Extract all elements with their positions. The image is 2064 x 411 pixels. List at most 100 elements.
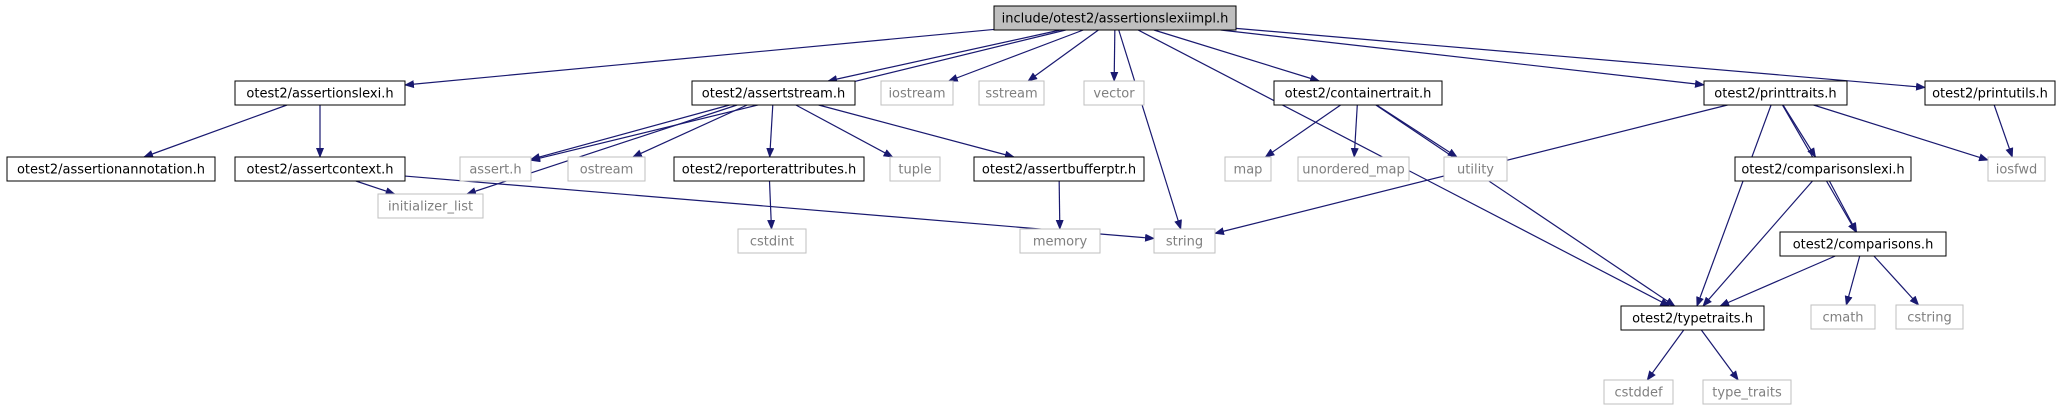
node-box-utility [1443, 156, 1508, 182]
node-box-cstddef [1603, 379, 1674, 405]
edge-root-to-containertrait [1153, 29, 1321, 83]
edge-printtraits-to-comparisonslexi [1782, 104, 1817, 158]
edge-comparisons-to-typetraits [1719, 255, 1836, 307]
node-label-string: string [1166, 235, 1203, 250]
node-label-assertbufferptr: otest2/assertbufferptr.h [982, 163, 1136, 178]
edge-containertrait-to-map [1264, 104, 1341, 158]
edge-assertcontext-to-string [404, 175, 1155, 242]
node-box-cstdint [737, 228, 807, 254]
node-printutils[interactable]: otest2/printutils.h [1924, 80, 2056, 106]
node-label-cmath: cmath [1822, 311, 1863, 326]
node-vector: vector [1083, 80, 1145, 106]
node-box-assertcontext [234, 156, 406, 182]
node-label-assertionannotation: otest2/assertionannotation.h [17, 163, 205, 178]
node-reporterattributes[interactable]: otest2/reporterattributes.h [673, 156, 865, 182]
node-box-assertionannotation [6, 156, 216, 182]
node-label-reporterattributes: otest2/reporterattributes.h [682, 163, 856, 178]
node-box-initializer_list [377, 193, 484, 219]
node-box-string [1153, 228, 1216, 254]
node-label-unordered_map: unordered_map [1302, 163, 1405, 178]
edge-assertionslexi-to-assertionannotation [143, 104, 288, 158]
edge-containertrait-to-typetraits [1375, 104, 1676, 307]
edge-printutils-to-iosfwd [1993, 104, 2014, 158]
node-assertcontext[interactable]: otest2/assertcontext.h [234, 156, 406, 182]
edge-printtraits-to-typetraits [1696, 104, 1772, 307]
edge-typetraits-to-type_traits [1700, 329, 1739, 381]
node-iostream: iostream [880, 80, 954, 106]
node-box-cstring [1895, 304, 1964, 330]
edge-comparisons-to-cstring [1873, 255, 1920, 306]
node-map: map [1224, 156, 1272, 182]
edge-comparisons-to-cmath [1844, 255, 1861, 306]
node-label-sstream: sstream [985, 87, 1037, 102]
edge-root-to-iostream [947, 29, 1084, 82]
node-label-assertionslexi: otest2/assertionslexi.h [246, 87, 393, 102]
node-assertionslexi[interactable]: otest2/assertionslexi.h [234, 80, 406, 106]
edge-root-to-printutils [1235, 27, 1926, 91]
node-box-iostream [880, 80, 954, 106]
node-label-assertstream: otest2/assertstream.h [702, 87, 845, 102]
node-printtraits[interactable]: otest2/printtraits.h [1703, 80, 1848, 106]
node-box-comparisons [1779, 231, 1947, 257]
nodes-layer: include/otest2/assertionslexiimpl.h otest… [6, 5, 2056, 405]
node-box-printtraits [1703, 80, 1848, 106]
edge-comparisonslexi-to-typetraits [1702, 180, 1813, 307]
node-utility: utility [1443, 156, 1508, 182]
edge-root-to-sstream [1027, 29, 1099, 82]
node-assertstream[interactable]: otest2/assertstream.h [691, 80, 856, 106]
node-label-containertrait: otest2/containertrait.h [1285, 87, 1432, 102]
node-box-assertionslexi [234, 80, 406, 106]
node-box-sstream [978, 80, 1045, 106]
node-label-initializer_list: initializer_list [388, 200, 473, 215]
node-root[interactable]: include/otest2/assertionslexiimpl.h [993, 5, 1237, 31]
node-box-printutils [1924, 80, 2056, 106]
node-unordered_map: unordered_map [1297, 156, 1410, 182]
node-cstddef: cstddef [1603, 379, 1674, 405]
node-assertionannotation[interactable]: otest2/assertionannotation.h [6, 156, 216, 182]
node-string: string [1153, 228, 1216, 254]
node-label-type_traits: type_traits [1712, 386, 1782, 401]
node-box-assertbufferptr [973, 156, 1145, 182]
node-label-iostream: iostream [888, 87, 945, 102]
node-initializer_list: initializer_list [377, 193, 484, 219]
node-box-assertstream [691, 80, 856, 106]
edge-root-to-string [1118, 29, 1182, 230]
edge-root-to-assertionslexi [404, 28, 995, 89]
node-label-iosfwd: iosfwd [1996, 163, 2038, 178]
edge-printtraits-to-iosfwd [1813, 104, 1989, 162]
node-iosfwd: iosfwd [1987, 156, 2046, 182]
node-memory: memory [1019, 228, 1101, 254]
node-typetraits[interactable]: otest2/typetraits.h [1620, 305, 1765, 331]
node-label-comparisons: otest2/comparisons.h [1793, 238, 1934, 253]
node-box-typetraits [1620, 305, 1765, 331]
node-box-unordered_map [1297, 156, 1410, 182]
edge-comparisonslexi-to-comparisons [1828, 180, 1858, 233]
edge-assertstream-to-reporterattributes [766, 104, 775, 158]
node-comparisons[interactable]: otest2/comparisons.h [1779, 231, 1947, 257]
node-label-assertcontext: otest2/assertcontext.h [247, 163, 394, 178]
node-label-printutils: otest2/printutils.h [1932, 87, 2048, 102]
node-comparisonslexi[interactable]: otest2/comparisonslexi.h [1734, 156, 1912, 182]
node-label-root: include/otest2/assertionslexiimpl.h [1002, 12, 1229, 27]
node-box-vector [1083, 80, 1145, 106]
node-assert: assert.h [459, 156, 532, 182]
node-box-root [993, 5, 1237, 31]
node-box-containertrait [1273, 80, 1443, 106]
node-label-ostream: ostream [580, 163, 634, 178]
edge-assertcontext-to-initializer_list [355, 180, 396, 195]
edge-assertstream-to-assert [530, 104, 730, 161]
node-ostream: ostream [567, 156, 646, 182]
node-label-vector: vector [1093, 87, 1135, 102]
node-box-tuple [889, 156, 941, 182]
node-assertbufferptr[interactable]: otest2/assertbufferptr.h [973, 156, 1145, 182]
edge-root-to-assertstream [827, 29, 1061, 83]
node-label-tuple: tuple [898, 163, 931, 178]
node-box-reporterattributes [673, 156, 865, 182]
edge-root-to-printtraits [1220, 29, 1705, 88]
node-type_traits: type_traits [1702, 379, 1792, 405]
node-box-iosfwd [1987, 156, 2046, 182]
node-label-cstddef: cstddef [1614, 386, 1663, 401]
node-containertrait[interactable]: otest2/containertrait.h [1273, 80, 1443, 106]
node-label-typetraits: otest2/typetraits.h [1632, 312, 1753, 327]
